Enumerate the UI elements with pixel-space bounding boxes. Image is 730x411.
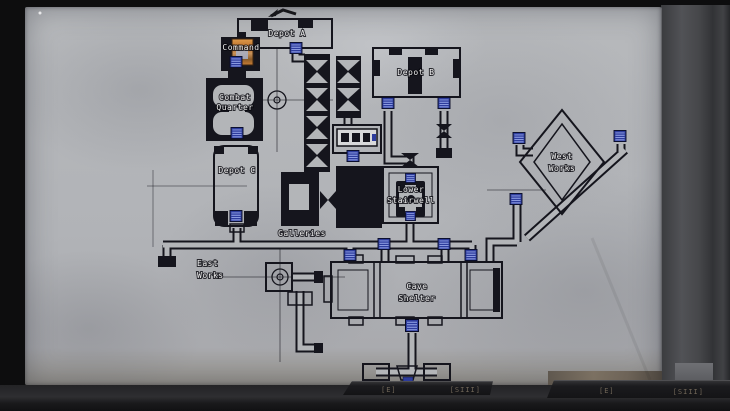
- ladder-icon: [405, 173, 416, 183]
- label-depot-a: Depot A: [268, 29, 305, 38]
- hud-slot-label: [E]: [381, 386, 397, 394]
- label-west-works: Works: [549, 164, 576, 173]
- label-depot-c: Depot C: [218, 166, 255, 175]
- corridor-end-cap: [158, 256, 176, 267]
- ladder-icon: [343, 249, 357, 261]
- door-x-icon: [436, 124, 452, 138]
- ladder-icon: [613, 130, 627, 142]
- ladder-icon: [229, 56, 243, 68]
- stair-shaft-right: [336, 56, 361, 118]
- pencil-arrow-mark: [38, 8, 297, 18]
- label-depot-b: Depot B: [397, 68, 434, 77]
- door-x-icon: [401, 153, 419, 167]
- room-depot-b: [372, 47, 461, 138]
- position-marker-icon: [271, 268, 289, 286]
- label-east-works: Works: [197, 271, 224, 280]
- room-west-works: [518, 108, 606, 216]
- label-cave-shelter: Cave: [406, 282, 427, 291]
- ladder-icon: [377, 238, 391, 250]
- room-south-exit: [362, 363, 451, 384]
- hud-slot-label: [SIII]: [672, 388, 704, 396]
- label-command: Command: [222, 43, 259, 52]
- ladder-icon: [437, 97, 451, 109]
- ladder-icon: [437, 238, 451, 250]
- ladder-icon: [346, 150, 360, 162]
- label-east-works: East: [197, 259, 218, 268]
- hud-bar-left: [E] [SIII]: [343, 381, 493, 395]
- room-cave-shelter: [323, 254, 503, 326]
- corridor-end-cap: [436, 148, 452, 158]
- label-combat-quarter: Combat: [219, 93, 251, 102]
- room-small: [287, 291, 313, 306]
- ladder-icon: [230, 127, 244, 139]
- room-item-cache: [332, 124, 382, 154]
- ladder-icon: [512, 132, 526, 144]
- ladder-icon: [464, 249, 478, 261]
- room-depot-c: [213, 145, 259, 233]
- ladder-icon: [509, 193, 523, 205]
- room-combat-quarter: [206, 78, 263, 141]
- ladder-icon: [381, 97, 395, 109]
- label-galleries: Galleries: [278, 229, 326, 238]
- ladder-icon: [405, 211, 416, 221]
- ladder-icon: [229, 210, 243, 222]
- hud-bar-right: [E] [SIII]: [547, 380, 730, 398]
- position-marker-icon: [267, 90, 287, 110]
- label-west-works: West: [551, 152, 572, 161]
- label-lower-stairwell: Lower: [398, 185, 425, 194]
- label-cave-shelter: Shelter: [398, 294, 435, 303]
- background-scene: [661, 5, 730, 387]
- hud-slot-label: [E]: [599, 387, 615, 395]
- room-galleries: [281, 166, 382, 228]
- ladder-icon: [405, 319, 419, 332]
- room-command: [221, 37, 260, 80]
- corridor-end-cap: [314, 271, 323, 283]
- ladder-icon: [289, 42, 303, 54]
- label-combat-quarter: Quarter: [216, 103, 253, 112]
- door-x-icon: [320, 191, 336, 209]
- hud-slot-label: [SIII]: [449, 386, 481, 394]
- room-junction: [265, 262, 293, 292]
- corridor-end-cap: [314, 343, 323, 353]
- stair-shaft-left: [304, 54, 330, 172]
- label-lower-stairwell: Stairwell: [387, 196, 435, 205]
